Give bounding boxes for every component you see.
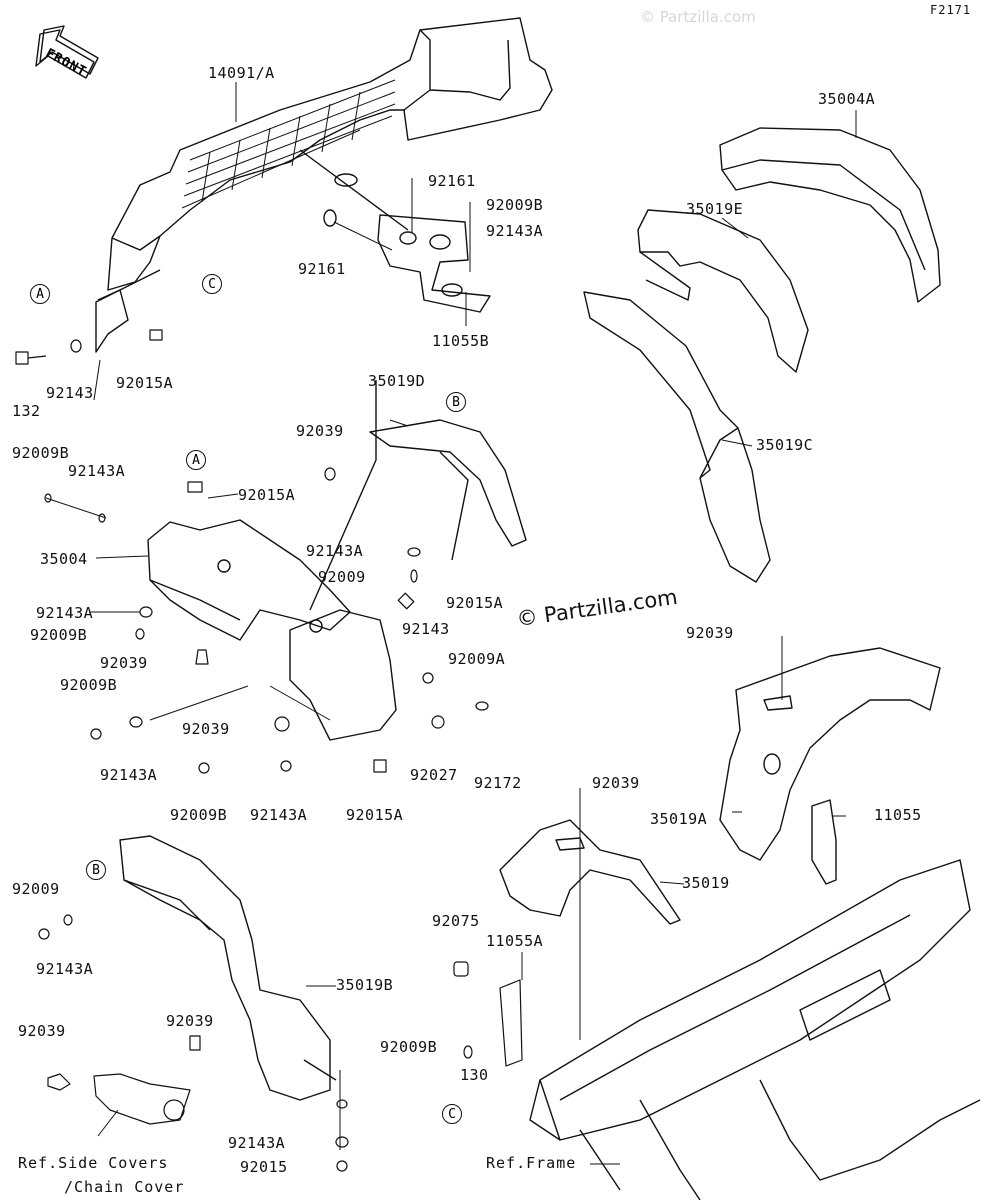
fender-35004 [147,519,397,741]
callout-a-mid: A [186,450,206,470]
callout-c-upper: C [202,274,222,294]
part-92161-left: 92161 [298,260,346,278]
part-92143a-low: 92143A [36,960,94,978]
callout-a-upper: A [30,284,50,304]
part-92015a-r: 92015A [446,594,504,612]
ref-side-covers: Ref.Side Covers [18,1154,169,1172]
fender-35019d [309,380,527,611]
fender-35019c [583,291,771,583]
part-92143a-bot: 92143A [250,806,308,824]
part-11055a: 11055A [486,932,544,950]
fender-35019a [719,636,941,861]
fender-35019b [119,835,337,1101]
part-92143-top: 92143 [46,384,94,402]
callout-b-upper: B [446,392,466,412]
ref-frame: Ref.Frame [486,1154,577,1172]
figure-id: F2171 [930,3,972,17]
grille-14091a [95,17,553,353]
bracket-11055b [323,173,491,326]
part-92039-c: 92039 [182,720,230,738]
part-35004: 35004 [40,550,88,568]
part-35019: 35019 [682,874,730,892]
part-14091a: 14091/A [208,64,275,82]
part-92027: 92027 [410,766,458,784]
part-92143a-l1: 92143A [68,462,126,480]
watermark-faint: © Partzilla.com [640,8,756,26]
part-35004a: 35004A [818,90,876,108]
part-92161-top: 92161 [428,172,476,190]
part-92009b-low: 92009B [380,1038,438,1056]
part-35019b: 35019B [336,976,394,994]
part-92015a-bot: 92015A [346,806,404,824]
part-92009-mid: 92009 [318,568,366,586]
part-92009b-l2: 92009B [30,626,88,644]
part-92039-a: 92039 [296,422,344,440]
part-92143a-mid: 92143A [306,542,364,560]
fender-35019e [637,209,809,373]
part-92039-d: 92039 [592,774,640,792]
part-35019e: 35019E [686,200,744,218]
bracket-11055 [811,799,837,885]
part-11055b: 11055B [432,332,490,350]
part-92009b-top: 92009B [486,196,544,214]
part-35019a: 35019A [650,810,708,828]
part-92039-f: 92039 [166,1012,214,1030]
part-92009-low: 92009 [12,880,60,898]
callout-c-lower: C [442,1104,462,1124]
part-92143a-top: 92143A [486,222,544,240]
part-92143a-l3: 92143A [100,766,158,784]
frame [529,788,981,1200]
part-92009b-l1: 92009B [12,444,70,462]
part-92015a-top: 92015A [116,374,174,392]
fender-35019 [499,819,681,925]
part-92015a-mid: 92015A [238,486,296,504]
part-92009b-bot: 92009B [170,806,228,824]
part-92075: 92075 [432,912,480,930]
part-92172: 92172 [474,774,522,792]
part-35019c: 35019C [756,436,814,454]
part-92143-mid: 92143 [402,620,450,638]
part-92009a: 92009A [448,650,506,668]
ref-chain-cover: /Chain Cover [64,1178,185,1196]
part-130: 130 [460,1066,489,1084]
part-92039-b: 92039 [100,654,148,672]
part-35019d: 35019D [368,372,426,390]
hardware-upper-left [15,329,163,365]
part-92039-right: 92039 [686,624,734,642]
part-92039-e: 92039 [18,1022,66,1040]
part-11055: 11055 [874,806,922,824]
fasteners-lower-left [38,914,523,1172]
front-arrow-icon [35,25,99,79]
callout-b-lower: B [86,860,106,880]
fender-35004a [719,127,941,303]
part-92143a-low2: 92143A [228,1134,286,1152]
leader-lines [90,82,857,1165]
part-92009b-l3: 92009B [60,676,118,694]
part-132: 132 [12,402,41,420]
part-92143a-l2: 92143A [36,604,94,622]
part-92015: 92015 [240,1158,288,1176]
